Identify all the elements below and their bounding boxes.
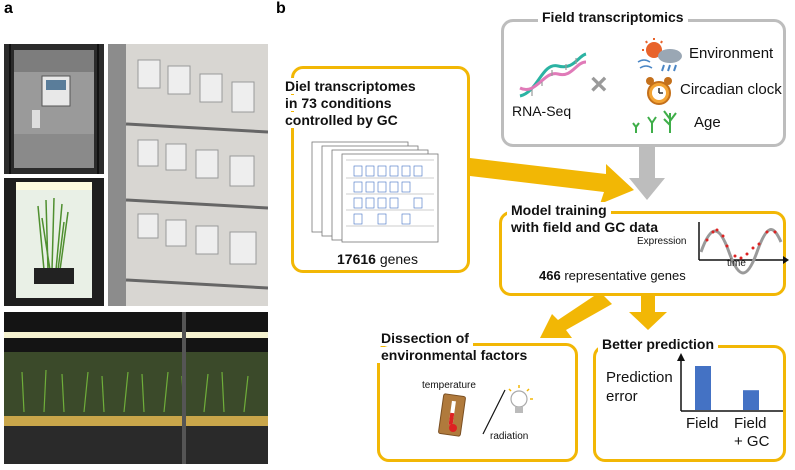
thermometer-icon — [438, 393, 466, 437]
model-title-line2: with field and GC data — [507, 219, 663, 235]
weather-icon — [637, 38, 682, 72]
diel-genes-count: 17616 — [337, 251, 376, 267]
radiation-label: radiation — [490, 431, 529, 442]
environment-label: Environment — [689, 45, 774, 62]
panel-b-label: b — [276, 0, 286, 17]
prediction-cat2-label-line1: Field — [734, 415, 767, 432]
field-transcriptomics-title: Field transcriptomics — [538, 9, 688, 25]
photo-chamber-shelves — [108, 44, 268, 306]
diel-title-line3: controlled by GC — [281, 112, 402, 128]
dissection-title-line1: Dissection of — [377, 330, 473, 346]
growth-room-illustration — [4, 312, 268, 464]
better-prediction-box — [593, 345, 786, 462]
age-label: Age — [694, 114, 721, 131]
interior-illustration — [4, 178, 104, 306]
temperature-label: temperature — [422, 380, 476, 391]
prediction-ylabel-line1: Prediction — [606, 369, 673, 386]
bar-field — [695, 366, 711, 410]
chart-y-axis-arrow — [677, 353, 685, 361]
divider-slash — [482, 389, 506, 435]
time-label: time — [727, 258, 746, 269]
cross-symbol: × — [590, 68, 608, 101]
better-prediction-title: Better prediction — [598, 336, 719, 352]
dna-icon — [519, 52, 587, 98]
diel-title-line1: Diel transcriptomes — [281, 78, 420, 94]
data-sheets-icon — [311, 141, 439, 243]
shelves-illustration — [108, 44, 268, 306]
photo-chamber-interior — [4, 178, 104, 306]
prediction-error-chart — [677, 353, 783, 412]
circadian-clock-label: Circadian clock — [680, 81, 782, 98]
photo-growth-chamber — [4, 44, 104, 174]
lightbulb-icon — [508, 385, 533, 413]
dissection-title-line2: environmental factors — [377, 347, 532, 363]
expression-label: Expression — [637, 236, 687, 247]
alarm-clock-icon — [646, 77, 672, 105]
model-genes-count: 466 — [539, 268, 561, 283]
prediction-ylabel-line2: error — [606, 388, 638, 405]
diel-title-line2: in 73 conditions — [281, 95, 396, 111]
model-title-line1: Model training — [507, 202, 611, 218]
model-genes-caption: 466 representative genes — [539, 268, 686, 283]
diel-genes-caption: 17616 genes — [337, 251, 418, 267]
prediction-cat2-label-line2: + GC — [734, 433, 770, 450]
rnaseq-label: RNA-Seq — [512, 103, 572, 119]
diel-genes-label: genes — [379, 251, 418, 267]
panel-a-label: a — [4, 0, 13, 17]
bar-field-gc — [743, 390, 759, 410]
prediction-cat1-label: Field — [686, 415, 719, 432]
field-transcriptomics-box — [501, 19, 786, 147]
sprouts-icon — [632, 110, 677, 133]
photo-growth-room — [4, 312, 268, 464]
model-genes-label: representative genes — [564, 268, 686, 283]
chamber-illustration — [4, 44, 104, 174]
expression-wave-plot — [698, 222, 789, 275]
